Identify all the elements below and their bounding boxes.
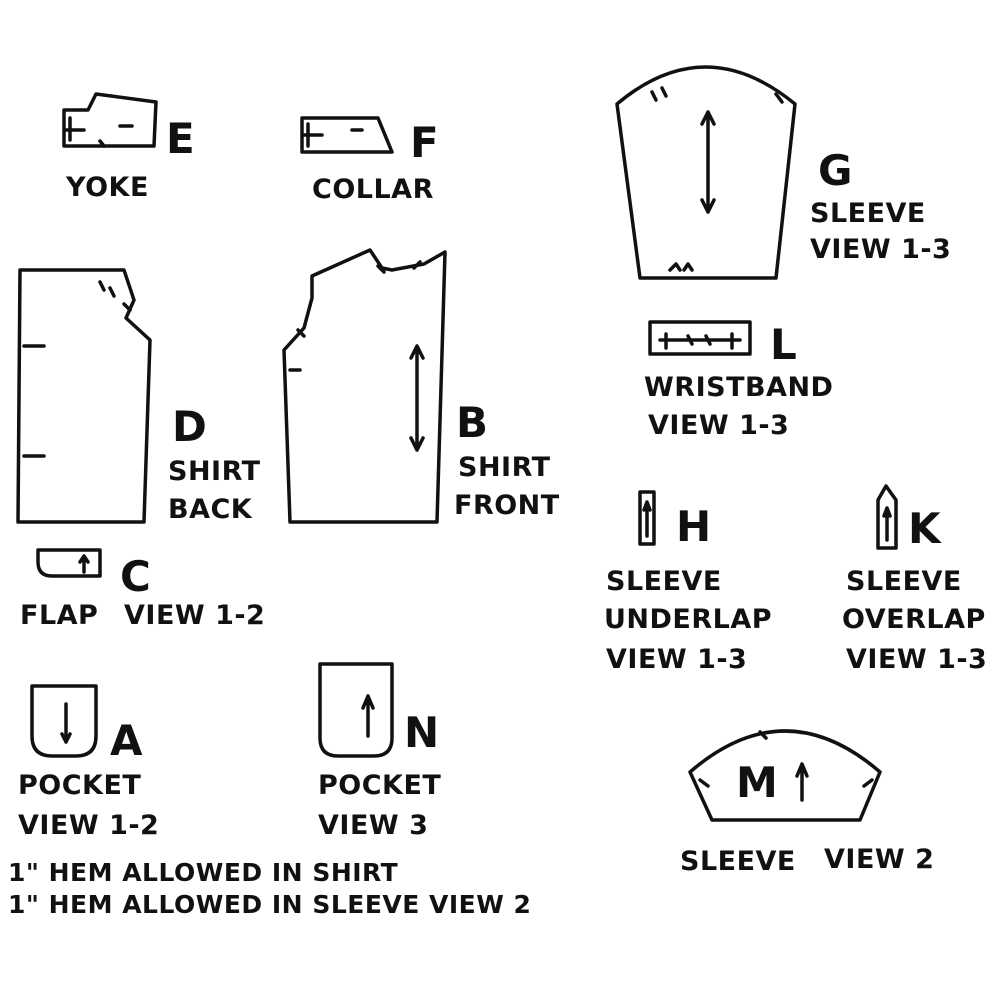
piece-name-pocket-n: POCKET [318, 770, 442, 801]
piece-name-wristband: WRISTBAND [644, 372, 834, 403]
piece-name-yoke: YOKE [66, 172, 149, 203]
piece-name-shirt-back-1: SHIRT [168, 456, 261, 487]
collar-piece [300, 116, 394, 154]
piece-view-sleeve-m: VIEW 2 [824, 844, 935, 875]
piece-letter-a: A [110, 716, 143, 765]
piece-name-shirt-front-1: SHIRT [458, 452, 551, 483]
piece-view-pocket-a: VIEW 1-2 [18, 810, 160, 841]
piece-letter-f: F [410, 118, 439, 167]
yoke-piece [62, 92, 158, 148]
piece-letter-m: M [736, 758, 778, 807]
piece-view-overlap: VIEW 1-3 [846, 644, 988, 675]
piece-letter-h: H [676, 502, 712, 551]
piece-view-wristband: VIEW 1-3 [648, 410, 790, 441]
pocket-view1-2-piece [30, 684, 98, 758]
piece-letter-g: G [818, 146, 853, 195]
piece-name-sleeve-g: SLEEVE [810, 198, 926, 229]
piece-name-overlap-1: SLEEVE [846, 566, 962, 597]
hem-note-shirt: 1" HEM ALLOWED IN SHIRT [8, 858, 399, 887]
piece-name-overlap-2: OVERLAP [842, 604, 986, 635]
shirt-front-piece [282, 248, 447, 524]
sleeve-underlap-piece [638, 490, 656, 546]
shirt-back-piece [16, 268, 152, 524]
wristband-piece [648, 320, 752, 356]
piece-name-shirt-front-2: FRONT [454, 490, 560, 521]
piece-name-sleeve-m: SLEEVE [680, 846, 796, 877]
hem-note-sleeve: 1" HEM ALLOWED IN SLEEVE VIEW 2 [8, 890, 532, 919]
pocket-view3-piece [318, 662, 394, 758]
piece-name-collar: COLLAR [312, 174, 434, 205]
sleeve-view1-3-piece [615, 65, 797, 280]
piece-letter-c: C [120, 552, 151, 601]
piece-view-underlap: VIEW 1-3 [606, 644, 748, 675]
piece-view-sleeve-g: VIEW 1-3 [810, 234, 952, 265]
piece-letter-n: N [404, 708, 440, 757]
piece-name-shirt-back-2: BACK [168, 494, 253, 525]
piece-letter-l: L [770, 320, 797, 369]
piece-letter-d: D [172, 402, 207, 451]
piece-name-pocket-a: POCKET [18, 770, 142, 801]
sleeve-view2-piece [688, 729, 882, 822]
piece-letter-e: E [166, 114, 195, 163]
piece-letter-b: B [456, 398, 489, 447]
piece-name-flap: FLAP [20, 600, 99, 631]
piece-name-underlap-1: SLEEVE [606, 566, 722, 597]
flap-piece [36, 548, 102, 578]
piece-view-pocket-n: VIEW 3 [318, 810, 429, 841]
sleeve-overlap-piece [876, 484, 898, 550]
piece-name-underlap-2: UNDERLAP [604, 604, 773, 635]
piece-view-flap: VIEW 1-2 [124, 600, 266, 631]
piece-letter-k: K [908, 504, 941, 553]
